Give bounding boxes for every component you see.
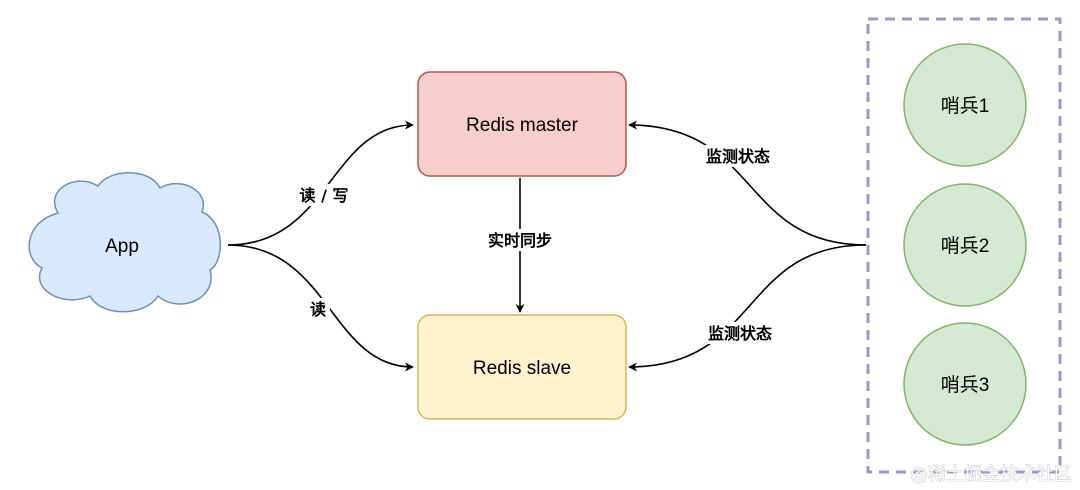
edge-label-app-master: 读 / 写	[300, 186, 349, 205]
sentinel-label-3: 哨兵3	[941, 374, 990, 396]
redis-master-node: Redis master	[417, 71, 627, 177]
edge-sentinel-to-master	[628, 120, 867, 246]
cloud-shape	[28, 172, 221, 313]
sentinel-label-1: 哨兵1	[941, 95, 990, 117]
edge-label-bg-monitor-master	[700, 145, 776, 167]
sentinel-node-2: 哨兵2	[903, 183, 1027, 307]
edge-label-monitor-slave: 监测状态	[708, 324, 772, 343]
redis-master-label: Redis master	[466, 115, 579, 136]
edge-label-sync: 实时同步	[488, 231, 552, 250]
app-label: App	[105, 236, 139, 257]
edge-label-bg-app-master	[290, 184, 358, 206]
sentinel-node-1: 哨兵1	[903, 43, 1027, 167]
edge-label-monitor-master: 监测状态	[706, 147, 770, 166]
redis-slave-node: Redis slave	[417, 314, 627, 420]
sentinel-circle-3	[903, 322, 1027, 446]
sentinel-group-box	[866, 17, 1062, 474]
edge-label-bg-app-slave	[306, 298, 330, 320]
edge-label-bg-sync	[482, 229, 558, 251]
redis-master-box	[417, 71, 627, 177]
app-node: App	[28, 172, 221, 313]
sentinel-circle-2	[903, 183, 1027, 307]
redis-slave-label: Redis slave	[473, 358, 571, 379]
watermark: @稀土掘金技术社区	[910, 464, 1072, 485]
edge-label-bg-monitor-slave	[702, 322, 778, 344]
sentinel-node-3: 哨兵3	[903, 322, 1027, 446]
redis-slave-box	[417, 314, 627, 420]
sentinel-circle-1	[903, 43, 1027, 167]
edge-sentinel-to-slave	[628, 244, 867, 372]
edge-label-app-slave: 读	[310, 300, 326, 319]
sentinel-label-2: 哨兵2	[941, 235, 990, 257]
